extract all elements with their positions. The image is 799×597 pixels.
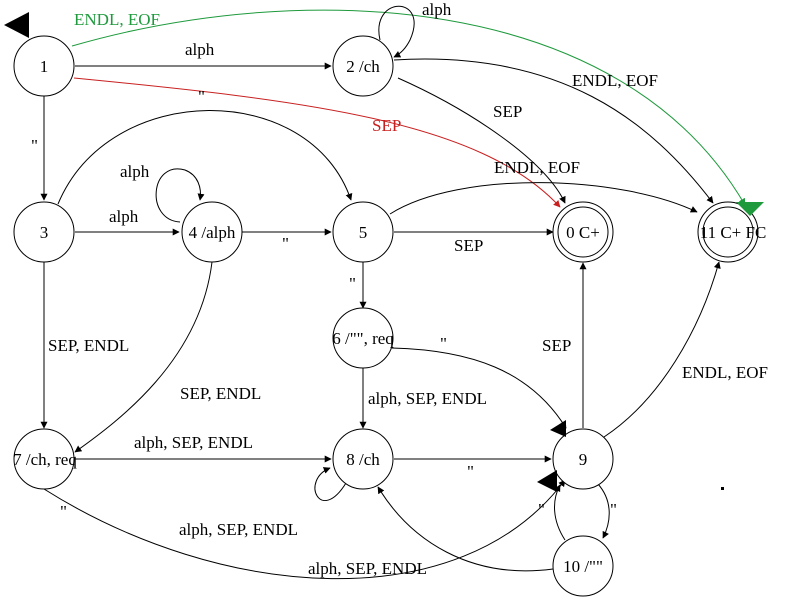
edge-1-3-label: " (31, 136, 38, 155)
edge-4-5-label: " (282, 234, 289, 253)
state-11-label: 11 C+ FC (700, 223, 767, 242)
edge-2-self-label: alph (422, 0, 452, 19)
edge-10-to-9 (553, 484, 566, 541)
edge-10-9-quote-label: " (538, 500, 545, 519)
edge-3-to-5 (57, 110, 353, 205)
edge-7-8-label: alph, SEP, ENDL (134, 433, 253, 452)
state-5[interactable] (332, 201, 394, 263)
edge-10-8-label: alph, SEP, ENDL (179, 520, 298, 539)
edge-8-9-label: " (467, 462, 474, 481)
edge-2-self-loop (378, 5, 415, 58)
state-9-label: 9 (579, 450, 588, 469)
edge-4-self-label: alph (120, 162, 150, 181)
state-5-label: 5 (359, 223, 368, 242)
edge-3-4-label: alph (109, 207, 139, 226)
state-9[interactable] (552, 428, 614, 490)
state-0-label: 0 C+ (566, 223, 600, 242)
stray-dot (721, 487, 724, 490)
edge-1-2-label: alph (185, 40, 215, 59)
state-7[interactable] (13, 428, 75, 490)
arrowhead-9-top-icon (550, 420, 566, 437)
edge-7-9-quote-label: " (60, 502, 67, 521)
state-7-label: 7 /ch, req (13, 450, 77, 469)
edge-4-self-loop (155, 168, 205, 223)
edge-1-0-label: SEP (372, 116, 401, 135)
edge-1-to-11 (71, 9, 746, 206)
edge-8-self-loop (314, 467, 347, 501)
edge-7-9-label: alph, SEP, ENDL (308, 559, 427, 578)
state-3[interactable] (13, 201, 75, 263)
edge-6-9-label: " (440, 334, 447, 353)
state-8-label: 8 /ch (346, 450, 380, 469)
endl-eof-arrowhead-icon (736, 202, 764, 216)
edge-1-0-quote-label: " (198, 87, 205, 106)
state-10-label: 10 /"" (563, 557, 603, 576)
edge-9-to-11 (603, 261, 721, 438)
edge-3-7-label: SEP, ENDL (48, 336, 129, 355)
arrowhead-9-bottom-icon (537, 470, 557, 492)
state-6-label: 6 /"", req (332, 329, 394, 348)
edge-2-0-label: SEP (493, 102, 522, 121)
edge-3-5-label: ENDL, EOF (494, 158, 580, 177)
state-4-label: 4 /alph (189, 223, 236, 242)
edge-9-0-label: SEP (542, 336, 571, 355)
edge-4-to-7 (74, 261, 213, 453)
state-6[interactable] (332, 307, 394, 369)
edge-2-to-0 (397, 77, 566, 204)
state-8[interactable] (332, 428, 394, 490)
edge-9-11-label: ENDL, EOF (682, 363, 768, 382)
edge-6-8-label: alph, SEP, ENDL (368, 389, 487, 408)
edge-5-to-11 (389, 182, 698, 215)
edge-7-to-9 (43, 479, 566, 580)
state-2-label: 2 /ch (346, 57, 380, 76)
state-2[interactable] (332, 35, 394, 97)
edge-2-to-11 (393, 58, 714, 204)
state-3-label: 3 (40, 223, 49, 242)
edge-9-to-10 (597, 483, 610, 539)
edge-5-6-label: " (349, 274, 356, 293)
edge-1-to-0 (73, 77, 561, 208)
state-10[interactable] (552, 535, 614, 597)
state-1-label: 1 (40, 57, 49, 76)
edge-4-7-label: SEP, ENDL (180, 384, 261, 403)
state-0-accepting[interactable] (552, 201, 614, 263)
edge-6-to-9 (391, 347, 567, 429)
edge-5-0-label: SEP (454, 236, 483, 255)
state-4[interactable] (181, 201, 243, 263)
edge-9-10-label: " (610, 500, 617, 519)
edge-1-11-label: ENDL, EOF (74, 10, 160, 29)
edge-2-11-label: ENDL, EOF (572, 71, 658, 90)
state-11-accepting[interactable] (697, 201, 759, 263)
state-1[interactable] (13, 35, 75, 97)
edge-10-to-8 (377, 486, 554, 572)
initial-state-arrowhead-icon (4, 12, 29, 38)
